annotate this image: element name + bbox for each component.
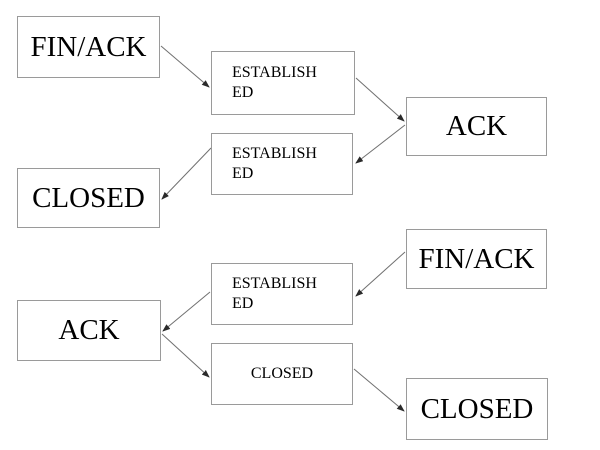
state-box-closed-left: CLOSED (17, 168, 160, 228)
state-box-established-1: ESTABLISHED (211, 51, 355, 115)
edge-established-2-to-closed-left (161, 147, 212, 200)
edge-fin-ack-top-to-established-1 (160, 45, 210, 88)
state-label-established-2: ESTABLISHED (232, 145, 317, 182)
state-label-fin-ack-bottom: FIN/ACK (418, 242, 535, 275)
edge-ack-bottom-to-closed-mid (161, 333, 210, 378)
state-box-fin-ack-top: FIN/ACK (17, 16, 160, 78)
state-label-closed-mid: CLOSED (250, 365, 314, 382)
state-box-established-2: ESTABLISHED (211, 133, 353, 195)
edge-ack-top-to-established-2 (355, 124, 406, 164)
state-box-fin-ack-bottom: FIN/ACK (406, 229, 547, 289)
edge-established-3-to-ack-bottom (162, 291, 211, 332)
edge-fin-ack-bottom-to-established-3 (355, 251, 406, 297)
state-box-ack-bottom: ACK (17, 300, 161, 361)
state-label-established-1: ESTABLISHED (232, 64, 317, 101)
state-label-closed-bottom: CLOSED (420, 392, 534, 425)
state-box-ack-top: ACK (406, 97, 547, 156)
edge-established-1-to-ack-top (355, 77, 405, 122)
state-label-closed-left: CLOSED (32, 181, 145, 214)
state-label-ack-top: ACK (445, 110, 508, 142)
state-box-closed-mid: CLOSED (211, 343, 353, 405)
state-label-fin-ack-top: FIN/ACK (30, 30, 147, 63)
state-box-closed-bottom: CLOSED (406, 378, 548, 440)
edge-closed-mid-to-closed-bottom (353, 368, 405, 412)
state-label-established-3: ESTABLISHED (232, 275, 317, 312)
state-box-established-3: ESTABLISHED (211, 263, 353, 325)
state-label-ack-bottom: ACK (58, 314, 120, 346)
